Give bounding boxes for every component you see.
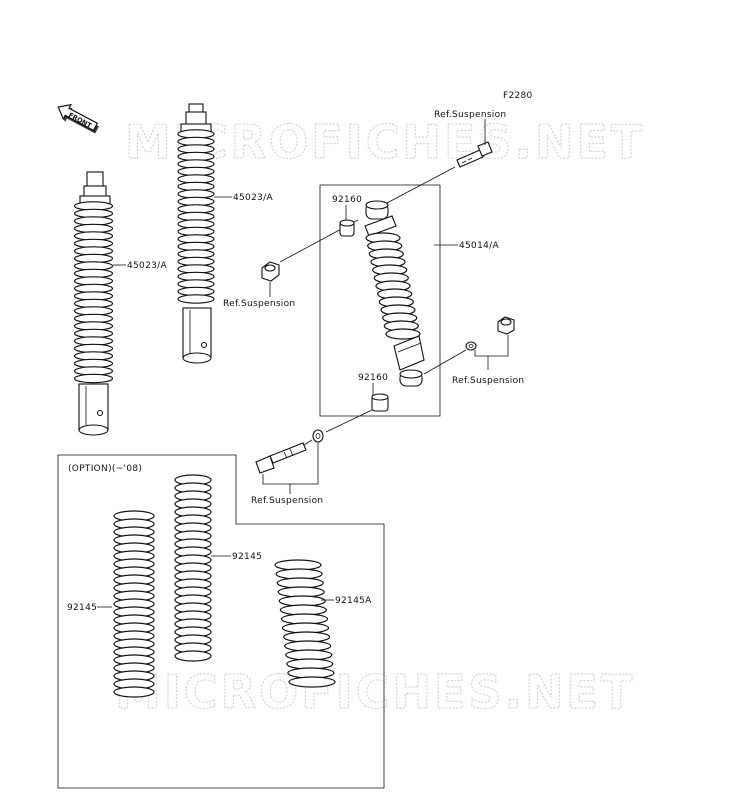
assembly-bracket [319,184,441,417]
nut-right [497,316,515,335]
label-ref-mid-left: Ref.Suspension [223,299,295,309]
spring-coil [174,650,212,662]
label-shock-mid: 45023/A [233,193,273,203]
spring-short [274,559,336,688]
label-spring-left: 92145 [67,603,97,613]
spring-left [113,510,155,698]
watermark-bottom: MICROFICHES.NET [115,665,635,719]
spring-coil [177,294,215,304]
label-spring-right: 92145A [335,596,372,606]
option-box [57,454,385,789]
bolt-bottom [255,442,307,474]
shock-absorber-center [177,103,215,364]
bolt-top [456,141,493,168]
spring-coil [73,373,114,384]
bushing-top [339,219,355,237]
front-arrow-icon: FRONT [57,103,99,134]
label-ref-right: Ref.Suspension [452,376,524,386]
shock-absorber-left [73,171,114,436]
label-shock-left: 45023/A [127,261,167,271]
shock-absorber-assembly [364,200,425,387]
spring-coil [113,686,155,698]
label-shock-assy: 45014/A [459,241,499,251]
spring-coil [385,328,421,340]
spring-coil [288,676,336,688]
label-bushing-top: 92160 [332,195,362,205]
spring-center [174,474,212,662]
label-bushing-bottom: 92160 [358,373,388,383]
washer-right [465,341,477,351]
label-spring-mid: 92145 [232,552,262,562]
bushing-bottom [371,393,389,412]
figure-code: F2280 [503,91,533,101]
label-ref-bottom: Ref.Suspension [251,496,323,506]
washer-bottom [312,429,324,443]
nut-left [261,261,280,282]
label-ref-top-right: Ref.Suspension [434,110,506,120]
option-box-title: (OPTION)(~'08) [68,464,142,474]
